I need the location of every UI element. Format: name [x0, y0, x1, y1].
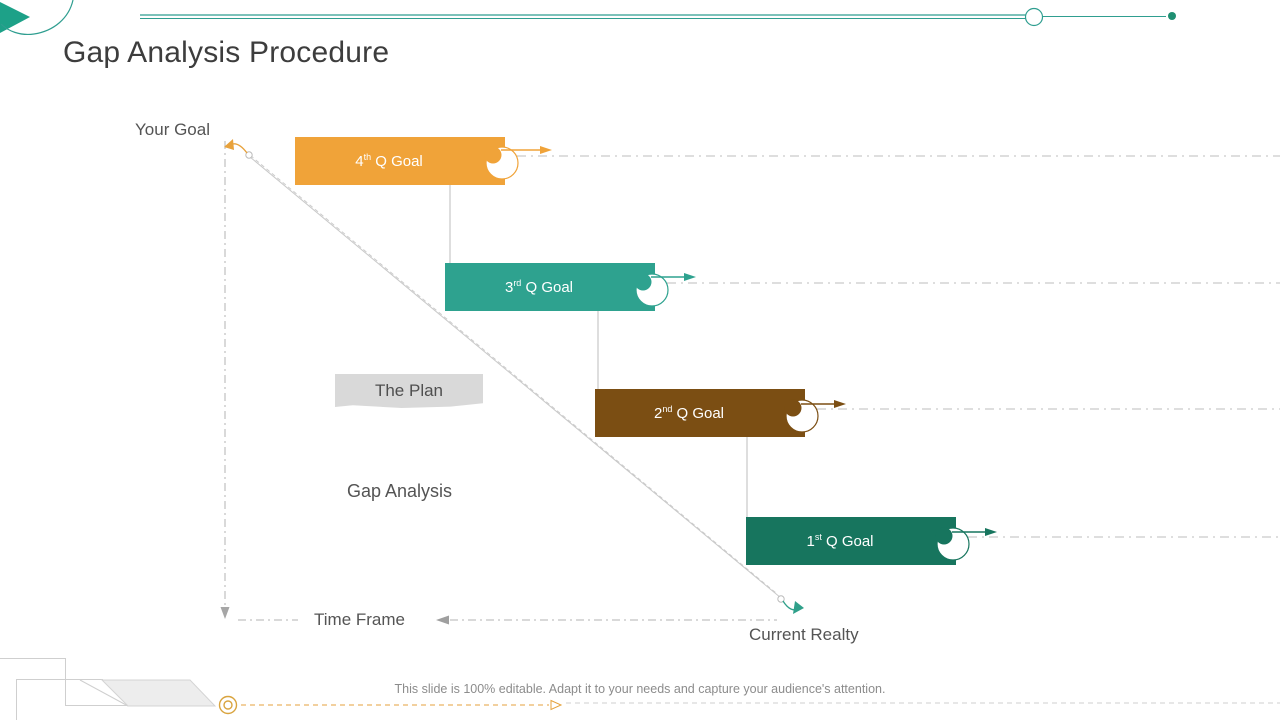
goal-axis — [220, 141, 230, 619]
footer-ring-outer-icon — [218, 695, 238, 715]
diagonal-solid-line — [249, 156, 782, 599]
time-axis-arrowhead — [436, 615, 449, 625]
arrowhead-icon — [985, 528, 997, 536]
bar-2nd-q-goal: 2nd Q Goal — [595, 389, 805, 437]
footer-note: This slide is 100% editable. Adapt it to… — [394, 682, 886, 696]
bar-2-decoration — [784, 399, 1280, 433]
bar-label: 3rd Q Goal — [504, 277, 574, 296]
footer-arrowhead-icon — [550, 699, 563, 711]
bar-3rd-q-goal: 3rd Q Goal — [445, 263, 655, 311]
plan-diagonal — [224, 139, 804, 614]
bar-3-decoration — [935, 527, 1280, 561]
gap-analysis-label: Gap Analysis — [347, 481, 453, 501]
top-curl-arrow-icon — [229, 143, 248, 154]
bar-label: 4th Q Goal — [355, 151, 423, 170]
corner-triangle-icon — [0, 2, 30, 33]
corner-arc — [0, 0, 74, 36]
header-dot-icon — [1168, 12, 1176, 20]
goal-axis-arrowhead — [220, 607, 230, 619]
bottom-curl-arrow-icon — [782, 600, 799, 611]
bar-1st-q-goal: 1st Q Goal — [746, 517, 956, 565]
bottom-curl-arrowhead — [793, 601, 804, 614]
header-decoration — [0, 0, 1176, 36]
header-circle-icon — [1024, 7, 1044, 27]
page-title: Gap Analysis Procedure — [63, 36, 390, 69]
bar-4th-q-goal: 4th Q Goal — [295, 137, 505, 185]
y-axis-label: Your Goal — [135, 120, 210, 139]
arrowhead-icon — [684, 273, 696, 281]
bar-connectors — [449, 185, 748, 517]
the-plan-label: The Plan — [335, 374, 483, 408]
arrowhead-icon — [540, 146, 552, 154]
arrowhead-icon — [834, 400, 846, 408]
bar-label: 1st Q Goal — [806, 531, 874, 550]
bar-1-decoration — [634, 273, 1280, 307]
current-realty-label: Current Realty — [749, 625, 859, 644]
diagonal-end-circle — [777, 595, 785, 603]
bar-0-decoration — [484, 146, 1280, 180]
diagonal-start-circle — [245, 151, 253, 159]
bar-label: 2nd Q Goal — [653, 403, 725, 422]
diagonal-dashed-line — [244, 150, 777, 594]
footer-ring-inner-icon — [223, 700, 233, 710]
x-axis-label: Time Frame — [314, 610, 405, 629]
top-curl-arrowhead — [224, 139, 234, 150]
